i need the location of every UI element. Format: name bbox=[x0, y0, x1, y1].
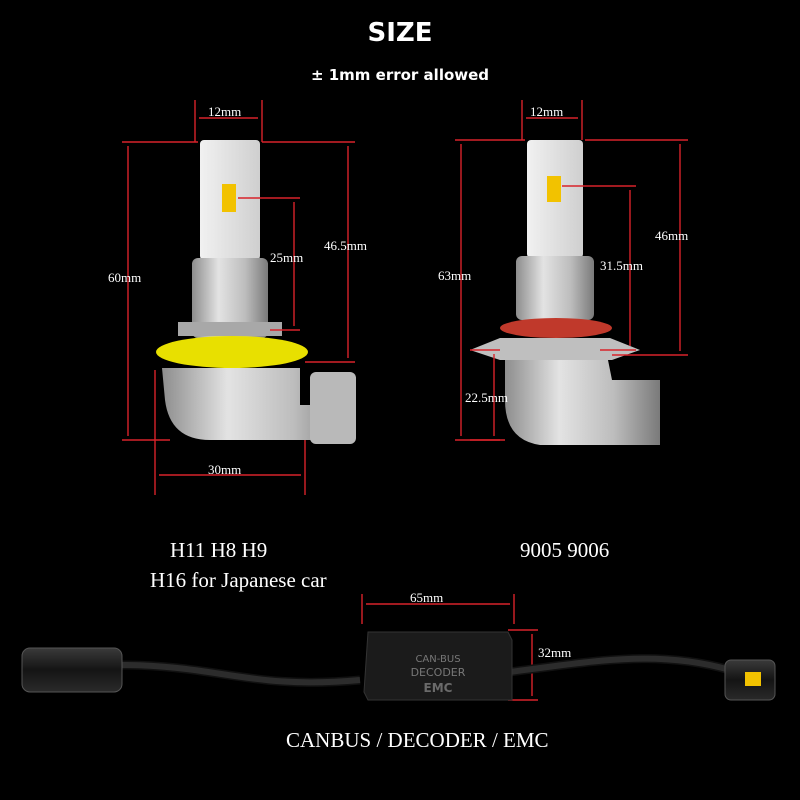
decoder-input-plug bbox=[21, 647, 123, 693]
9005-oring bbox=[500, 318, 612, 338]
h11-base-width-label: 30mm bbox=[208, 462, 242, 477]
h11-led-chip bbox=[222, 184, 236, 212]
9005-bulb bbox=[470, 140, 660, 445]
h11-height-upper-label: 46.5mm bbox=[324, 238, 367, 253]
9005-height-upper-label: 46mm bbox=[655, 228, 689, 243]
9005-heat-sink bbox=[516, 256, 594, 320]
decoder-box-line1: CAN-BUS bbox=[415, 654, 460, 665]
decoder-box-line3: EMC bbox=[424, 681, 453, 695]
9005-height-mid-label: 31.5mm bbox=[600, 258, 643, 273]
h11-width-label: 12mm bbox=[208, 104, 242, 119]
dimension-lines bbox=[122, 100, 688, 701]
decoder-output-pin bbox=[745, 672, 761, 686]
decoder-height-label: 32mm bbox=[538, 645, 572, 660]
9005-height-base-label: 22.5mm bbox=[465, 390, 508, 405]
tolerance-note: ± 1mm error allowed bbox=[310, 66, 490, 84]
decoder-box bbox=[363, 631, 513, 701]
h11-base bbox=[162, 368, 350, 440]
decoder-caption: CANBUS / DECODER / EMC bbox=[286, 728, 549, 752]
page-title: SIZE bbox=[367, 18, 433, 48]
h11-bulb bbox=[156, 140, 356, 444]
h11-caption-line2: H16 for Japanese car bbox=[150, 568, 327, 592]
canbus-decoder: CAN-BUS DECODER EMC bbox=[21, 631, 776, 701]
decoder-width-label: 65mm bbox=[410, 590, 444, 605]
9005-led-chip bbox=[547, 176, 561, 202]
h11-gasket bbox=[156, 336, 308, 368]
h11-caption-line1: H11 H8 H9 bbox=[170, 538, 268, 562]
h11-connector bbox=[310, 372, 356, 444]
h11-height-total-label: 60mm bbox=[108, 270, 142, 285]
9005-height-total-label: 63mm bbox=[438, 268, 472, 283]
9005-base bbox=[505, 360, 660, 445]
h11-tab bbox=[178, 322, 282, 336]
9005-width-label: 12mm bbox=[530, 104, 564, 119]
decoder-box-line2: DECODER bbox=[411, 666, 466, 679]
9005-caption: 9005 9006 bbox=[520, 538, 610, 562]
9005-flange bbox=[470, 338, 640, 360]
h11-height-mid-label: 25mm bbox=[270, 250, 304, 265]
h11-heat-sink bbox=[192, 258, 268, 338]
